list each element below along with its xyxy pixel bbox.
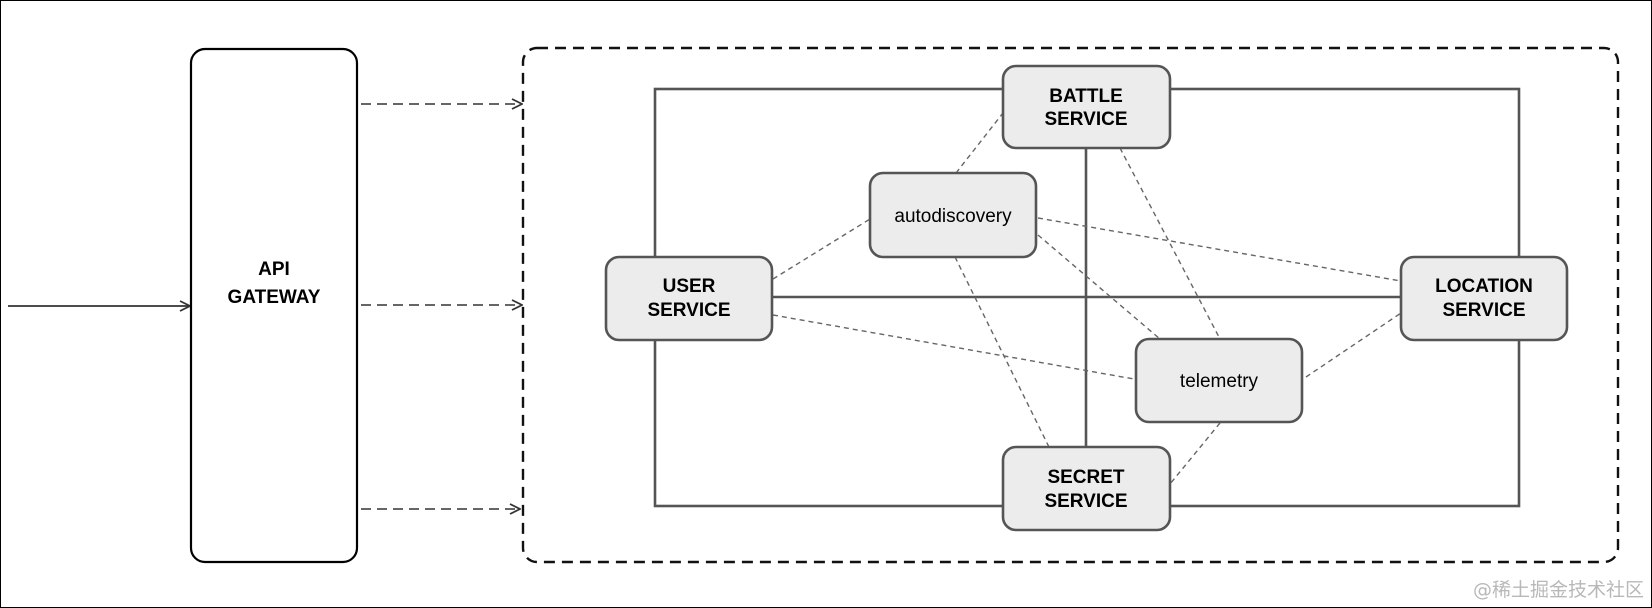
user-service-label-line1: USER: [663, 276, 716, 297]
api-gateway-node: API GATEWAY: [189, 47, 359, 564]
telemetry-label: telemetry: [1180, 371, 1259, 392]
api-gateway-label-line1: API: [258, 259, 290, 280]
battle-service-label-line1: BATTLE: [1049, 86, 1123, 107]
dashed-link-telemetry-location: [1305, 312, 1402, 378]
battle-service-node: BATTLE SERVICE: [1001, 64, 1172, 150]
secret-service-node: SECRET SERVICE: [1001, 445, 1172, 532]
secret-service-label-line1: SECRET: [1047, 467, 1124, 488]
user-service-label-line2: SERVICE: [647, 300, 730, 321]
autodiscovery-label: autodiscovery: [894, 206, 1012, 227]
battle-service-label-line2: SERVICE: [1044, 109, 1127, 130]
watermark-text: @稀土掘金技术社区: [1472, 579, 1644, 601]
service-cluster-boundary: [521, 46, 1620, 564]
location-service-node: LOCATION SERVICE: [1399, 255, 1569, 342]
location-service-label-line1: LOCATION: [1435, 276, 1533, 297]
dashed-link-user-telemetry: [772, 314, 1135, 380]
dashed-link-autodiscovery-location: [1037, 217, 1402, 282]
autodiscovery-node: autodiscovery: [868, 171, 1038, 259]
dashed-link-telemetry-secret: [1169, 422, 1221, 485]
dashed-link-battle-telemetry: [1119, 147, 1221, 340]
location-service-label-line2: SERVICE: [1442, 300, 1525, 321]
dashed-link-autodiscovery-battle: [955, 112, 1004, 174]
api-gateway-label-line2: GATEWAY: [228, 287, 321, 308]
user-service-node: USER SERVICE: [604, 255, 774, 342]
secret-service-label-line2: SERVICE: [1044, 491, 1127, 512]
dashed-link-autodiscovery-secret: [954, 256, 1050, 448]
telemetry-node: telemetry: [1134, 337, 1304, 424]
dashed-link-autodiscovery-telemetry: [1037, 234, 1161, 340]
dashed-link-user-autodiscovery: [772, 218, 871, 280]
